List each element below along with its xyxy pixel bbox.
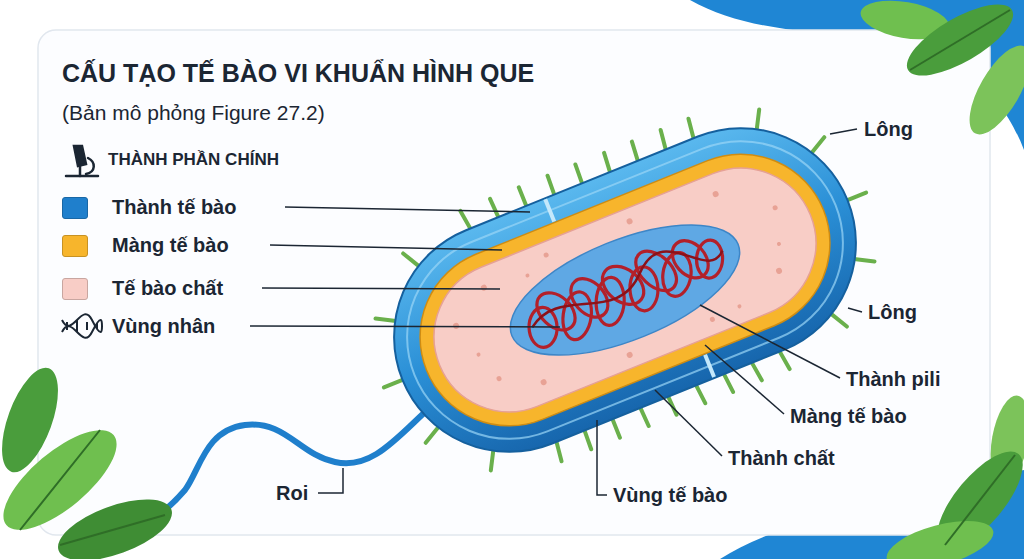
flagellum: [150, 412, 425, 520]
legend-swatch: [62, 235, 88, 257]
part-label: Màng tế bào: [790, 404, 907, 428]
part-label: Vùng tế bào: [613, 483, 727, 507]
leader-lines: [250, 129, 862, 495]
legend-text: Màng tế bào: [112, 233, 229, 257]
part-label: Lông: [868, 300, 917, 324]
part-label: Thành pili: [846, 367, 940, 391]
legend-text: Vùng nhân: [112, 314, 215, 338]
legend-swatch: [62, 197, 88, 219]
dna-icon: [62, 314, 102, 338]
subtitle: (Bản mô phỏng Figure 27.2): [62, 100, 325, 125]
part-label: Lông: [864, 117, 913, 141]
part-label: Roi: [276, 481, 308, 505]
bacterium-cell: [333, 67, 916, 512]
card: [38, 30, 990, 535]
legend-heading: THÀNH PHẦN CHÍNH: [108, 150, 279, 170]
legend-swatch: [62, 278, 88, 300]
part-label: Thành chất: [728, 446, 835, 470]
title: CẤU TẠO TẾ BÀO VI KHUẨN HÌNH QUE: [62, 58, 534, 88]
microscope-icon: [66, 146, 98, 176]
legend-text: Tế bào chất: [112, 276, 223, 300]
legend-text: Thành tế bào: [112, 195, 236, 219]
